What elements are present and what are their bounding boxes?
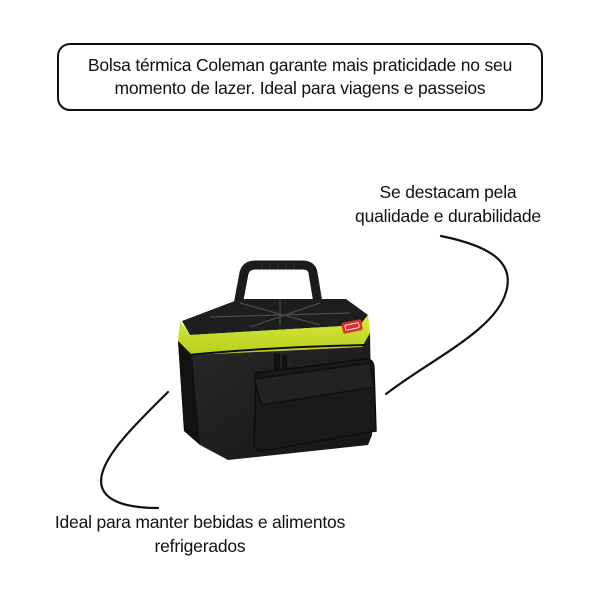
headline-text: Bolsa térmica Coleman garante mais prati… <box>65 54 535 100</box>
callout-quality-line-1: Se destacam pela <box>379 182 517 202</box>
headline-line-2: momento de lazer. Ideal para viagens e p… <box>114 78 486 98</box>
zipper-pull <box>274 353 280 371</box>
callout-refrigeration-line-2: refrigerados <box>154 536 246 556</box>
cooler-bag-illustration <box>178 260 377 460</box>
cooler-bag-image <box>170 255 390 475</box>
callout-refrigeration-line-1: Ideal para manter bebidas e alimentos <box>54 512 346 532</box>
coleman-logo <box>341 319 363 334</box>
headline-line-1: Bolsa térmica Coleman garante mais prati… <box>87 55 513 75</box>
headline-box: Bolsa térmica Coleman garante mais prati… <box>57 43 543 111</box>
callout-refrigeration: Ideal para manter bebidas e alimentos re… <box>30 510 370 558</box>
callout-quality-line-2: qualidade e durabilidade <box>355 206 541 226</box>
connector-line-left <box>99 390 170 510</box>
handle-icon <box>233 260 323 306</box>
lime-trim-band <box>178 315 370 355</box>
connector-line-right <box>384 234 509 396</box>
callout-quality: Se destacam pela qualidade e durabilidad… <box>338 180 558 228</box>
